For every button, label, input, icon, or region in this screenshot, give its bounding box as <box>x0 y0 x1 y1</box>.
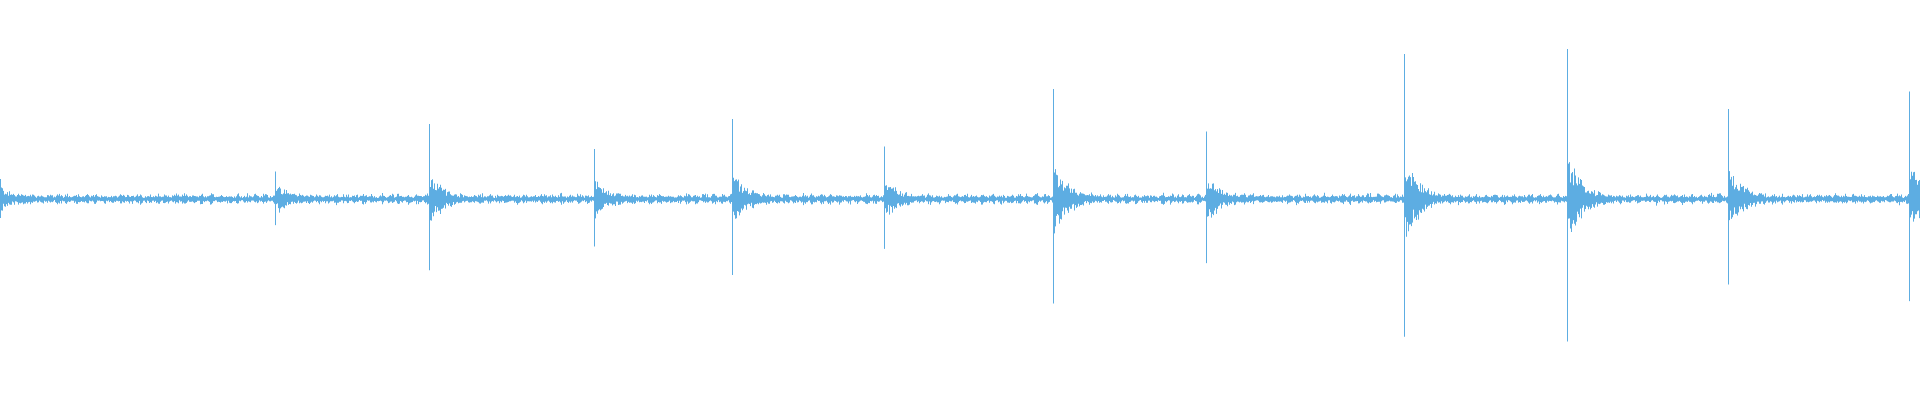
waveform-bars <box>0 49 1920 342</box>
